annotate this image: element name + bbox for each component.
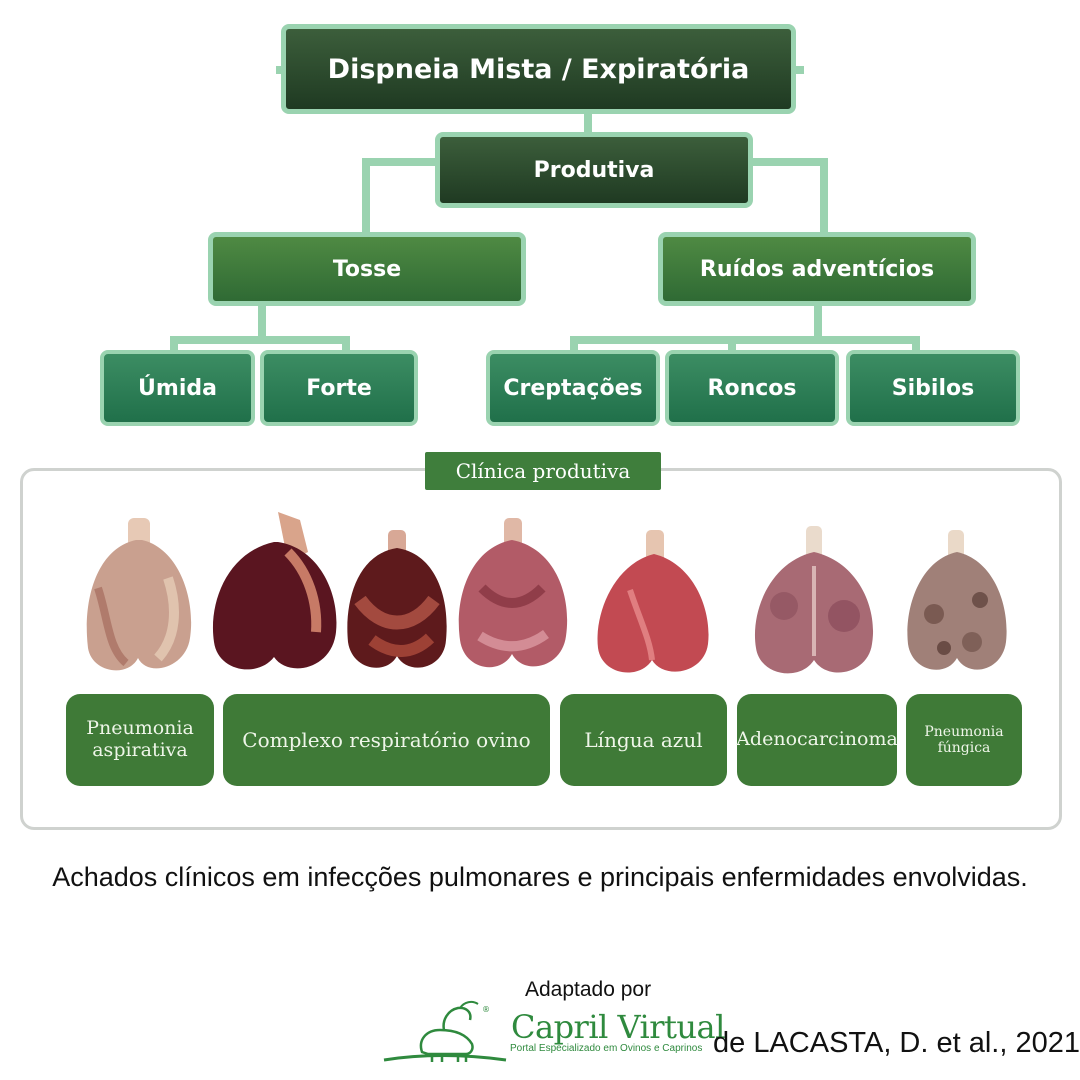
disease-label-line2: aspirativa: [92, 739, 188, 761]
disease-label: Língua azul: [584, 727, 703, 752]
node-roncos: Roncos: [665, 350, 839, 426]
connector-tosse-stem: [258, 300, 266, 340]
connector-sibilos-down: [912, 336, 920, 354]
lung-image-pneumonia-aspirativa: [86, 518, 192, 671]
node-sibilos: Sibilos: [846, 350, 1020, 426]
lung-image-complexo-3: [458, 518, 568, 668]
lung-image-complexo-1: [212, 512, 337, 670]
lung-image-pneumonia-fungica: [907, 530, 1007, 670]
source-credit: de LACASTA, D. et al., 2021: [713, 1027, 1080, 1059]
node-produtiva: Produtiva: [435, 132, 753, 208]
connector-roncos-down: [728, 336, 736, 354]
connector-root-right: [790, 66, 804, 74]
connector-tosse-bar: [170, 336, 350, 344]
disease-lingua-azul: Língua azul: [560, 694, 727, 786]
lung-image-lingua-azul: [597, 530, 709, 673]
disease-label-line1: Pneumonia: [86, 717, 194, 740]
disease-complexo-respiratorio-ovino: Complexo respiratório ovino: [223, 694, 550, 786]
brand-tagline: Portal Especializado em Ovinos e Caprino…: [510, 1043, 703, 1054]
disease-label: Adenocarcinoma: [736, 728, 898, 751]
brand-name: Capril Virtual: [511, 1008, 725, 1046]
lung-image-complexo-2: [347, 530, 447, 668]
adapted-by-label: Adaptado por: [525, 978, 652, 1001]
connector-ruidos-stem: [814, 300, 822, 340]
disease-adenocarcinoma: Adenocarcinoma: [736, 694, 898, 786]
registered-mark: ®: [482, 1005, 490, 1014]
node-root: Dispneia Mista / Expiratória: [281, 24, 796, 114]
lung-image-adenocarcinoma: [754, 526, 874, 674]
connector-creptacoes-down: [570, 336, 578, 354]
node-forte: Forte: [260, 350, 418, 426]
disease-label: Complexo respiratório ovino: [242, 727, 531, 752]
connector-ruidos-bar: [570, 336, 920, 344]
node-creptacoes: Creptações: [486, 350, 660, 426]
connector-ruidos-down: [820, 158, 828, 238]
panel-title: Clínica produtiva: [425, 452, 661, 490]
figure-caption: Achados clínicos em infecções pulmonares…: [52, 862, 1028, 892]
node-tosse: Tosse: [208, 232, 526, 306]
connector-forte-down: [342, 336, 350, 354]
disease-label-line2: fúngica: [937, 740, 991, 756]
node-ruidos-adventicios: Ruídos adventícios: [658, 232, 976, 306]
connector-tosse-down: [362, 158, 370, 238]
connector-root-down: [584, 110, 592, 138]
capril-virtual-logo-icon: ®: [383, 1000, 507, 1062]
disease-label-line1: Pneumonia: [924, 723, 1004, 740]
connector-umida-down: [170, 336, 178, 354]
node-umida: Úmida: [100, 350, 255, 426]
